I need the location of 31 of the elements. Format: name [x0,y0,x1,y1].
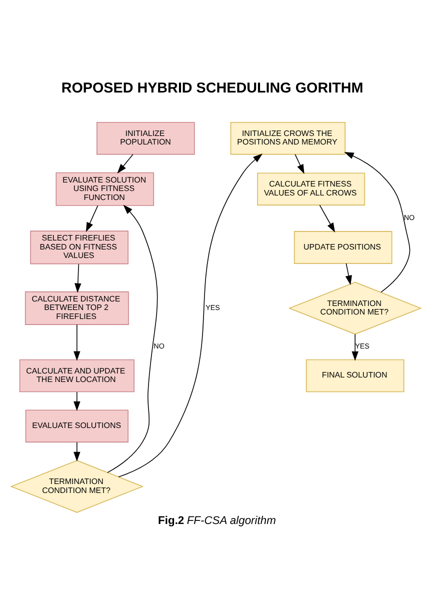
arrow [74,324,80,361]
node-box: UPDATE POSITIONS [294,231,392,264]
node-box: EVALUATE SOLUTION USING FITNESS FUNCTION [56,172,154,206]
node-box: SELECT FIREFLIES BASED ON FITNESS VALUES [30,230,128,264]
node-box: CALCULATE FITNESS VALUES OF ALL CROWS [257,172,366,206]
arrow [74,264,82,293]
diagram-title: ROPOSED HYBRID SCHEDULING GORITHM [61,80,364,96]
caption: Fig.2 FF-CSA algorithm [158,514,276,527]
arrow [352,334,358,361]
node-box: EVALUATE SOLUTIONS [25,410,128,442]
arrow [86,205,98,232]
arrow [107,204,158,473]
edge-label: NO [154,342,164,351]
arrow [294,154,304,174]
node-box: CALCULATE DISTANCE BETWEEN TOP 2 FIREFLIES [24,291,129,325]
arrow [344,152,410,293]
node-box: INITIALIZE CROWS THE POSITIONS AND MEMORY [230,122,346,155]
arrow [117,154,134,174]
edge-label: YES [206,302,220,312]
arrow [118,154,263,478]
node-diamond: TERMINATION CONDITION MET? [10,460,144,513]
node-box: FINAL SOLUTION [306,359,404,392]
edge-label: NO [404,213,415,222]
arrow [74,442,80,462]
arrow [345,263,352,286]
arrow [319,204,336,232]
node-diamond: TERMINATION CONDITION MET? [288,282,422,335]
edge-label: YES [355,342,370,351]
node-box: CALCULATE AND UPDATE THE NEW LOCATION [19,359,134,392]
node-box: INITIALIZE POPULATION [96,122,195,155]
arrow [74,392,80,412]
